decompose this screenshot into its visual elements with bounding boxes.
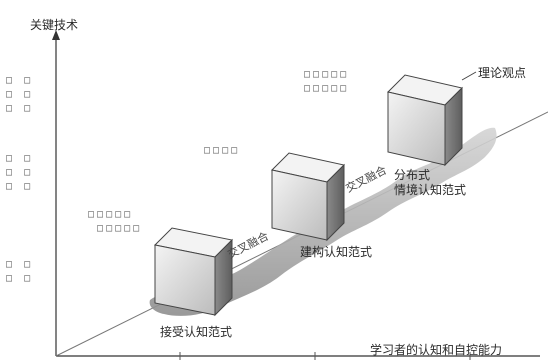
cube-side [214,238,233,317]
y-axis-label: 关键技术 [30,18,79,32]
stage-label-theory: 理论观点 [478,66,527,80]
cube-front [154,244,216,316]
placeholder-left-1: □ □ □ □ □ □ [6,75,34,114]
placeholder-left-2: □ □ □ □ □ □ [6,153,34,192]
cube-side [326,163,345,242]
y-axis-arrow [52,30,60,40]
cube-front [271,169,328,241]
stage-label-distributed: 分布式 情境认知范式 [394,168,467,197]
stage-label-construct: 建构认知范式 [300,245,373,259]
placeholder-mid-low: □□□□□ □□□□□ [88,209,143,234]
cube-stage-1 [153,227,234,317]
stage-label-accept: 接受认知范式 [160,325,233,339]
placeholder-top: □□□□□ □□□□□ [304,69,350,94]
cube-stage-2 [270,152,346,242]
cube-front [387,91,446,166]
placeholder-mid: □□□□ [204,145,241,156]
placeholder-left-3: □ □ □ □ [6,259,34,284]
cube-side [444,86,463,167]
x-axis-label: 学习者的认知和自控能力 [370,343,503,357]
theory-leader-line [461,71,477,81]
cube-stage-3 [387,74,463,167]
